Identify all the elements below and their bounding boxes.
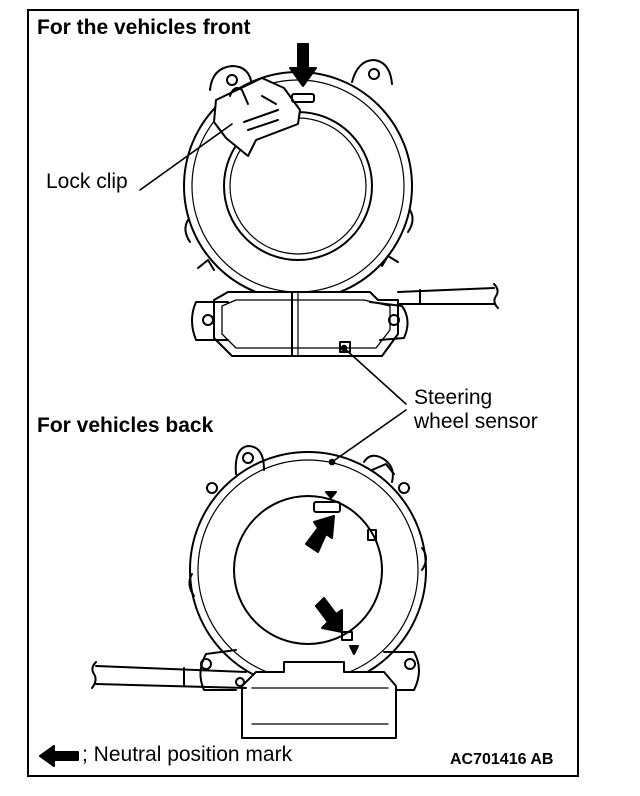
sensor-leader-back (331, 409, 407, 463)
front-neutral-arrow (289, 43, 317, 87)
back-bottom-mount-right (383, 651, 420, 691)
front-side-bump-left (184, 219, 191, 243)
left-arrow-icon (39, 745, 79, 767)
front-bottom-mount-right (369, 301, 409, 341)
back-bottom-mount-left (199, 649, 237, 691)
front-side-bump-right (407, 209, 414, 233)
front-bottom-mount-left-hole (202, 314, 214, 326)
lock-clip-detail-1 (229, 87, 249, 105)
front-bottom-mount-right-hole (388, 314, 400, 326)
back-neutral-arrow-up (305, 515, 335, 553)
back-top-mount-right-detail (371, 463, 395, 475)
lock-clip-leader (139, 123, 233, 191)
figure-code: AC701416 AB (450, 751, 554, 768)
front-connector-tab (339, 341, 351, 353)
figure-frame (27, 9, 579, 777)
front-lower-right-lug (381, 255, 399, 267)
back-side-bump-right (421, 547, 427, 571)
front-top-mount-right-hole (368, 68, 380, 80)
lock-clip-detail-3 (247, 119, 279, 131)
front-top-mount-right (351, 59, 393, 85)
leader-lines (139, 123, 407, 466)
back-neutral-slot-top (313, 501, 341, 513)
front-cable-break (493, 283, 499, 309)
back-inner-opening (233, 495, 383, 645)
back-cable-top (95, 665, 247, 673)
front-cable-top (397, 287, 495, 293)
front-neutral-mark-slot (291, 93, 315, 103)
back-connector-housing (241, 661, 397, 739)
back-view (91, 445, 427, 739)
back-top-mount-left-hole (242, 452, 254, 464)
lock-clip-detail-4 (261, 95, 277, 105)
back-neutral-mark-top (325, 491, 337, 499)
sensor-label-line2: wheel sensor (414, 410, 538, 433)
front-view (183, 43, 499, 357)
back-side-hole-right (398, 482, 410, 494)
back-top-mount-left (234, 445, 265, 475)
front-top-mount-left-hole (226, 74, 238, 86)
front-bottom-mount-left (191, 301, 229, 341)
back-side-bump-left (188, 573, 195, 597)
back-cable-bottom (95, 683, 247, 689)
sensor-leader-dot-back (328, 458, 336, 466)
back-outer-ring-inner-edge (197, 459, 419, 681)
back-bottom-mount-right-hole (404, 658, 416, 670)
front-top-mount-left (209, 65, 253, 91)
back-cable-break (91, 661, 97, 689)
back-neutral-mark-bottom (349, 645, 359, 655)
back-bottom-mount-left-hole-2 (235, 677, 245, 687)
back-inner-tab (367, 529, 377, 541)
back-bottom-mount-left-hole (200, 658, 212, 670)
lock-clip-label: Lock clip (46, 170, 128, 193)
sensor-leader-dot-front (340, 344, 348, 352)
lock-clip-detail-2 (243, 109, 279, 123)
back-side-hole-left (206, 482, 218, 494)
sensor-leader-front (343, 347, 407, 405)
front-lower-left-lug (197, 259, 215, 271)
sensor-label-line1: Steering (414, 386, 493, 409)
front-connector-housing (213, 291, 399, 357)
legend-text: ; Neutral position mark (82, 743, 293, 766)
heading-back: For vehicles back (37, 414, 214, 437)
heading-front: For the vehicles front (37, 16, 251, 39)
back-neutral-slot-bottom (341, 631, 353, 641)
back-neutral-arrow-down (315, 597, 343, 633)
